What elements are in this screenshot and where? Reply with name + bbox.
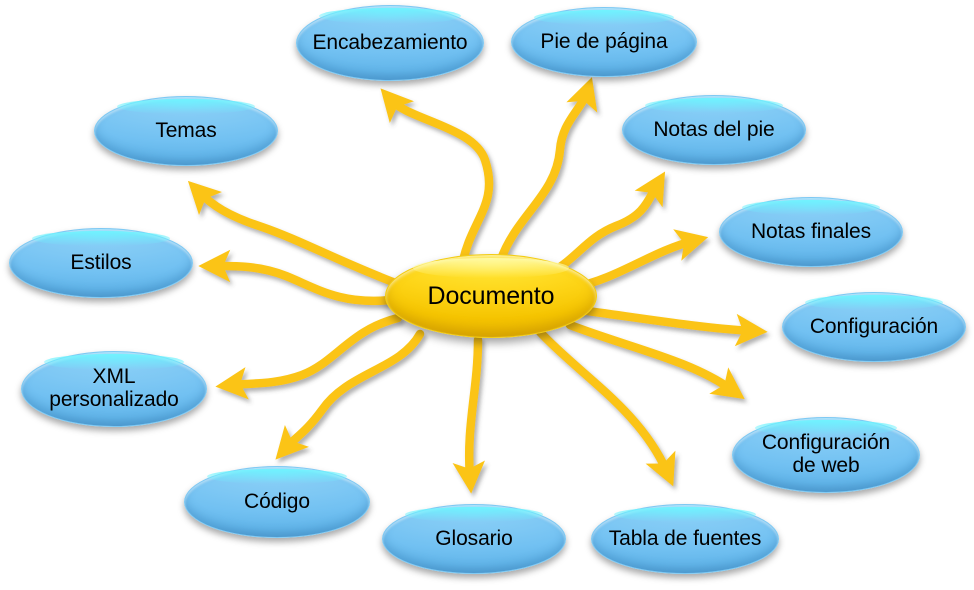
edge-temas: [187, 180, 403, 289]
node-label-notas-del-pie: Notas del pie: [653, 117, 775, 141]
node-encabezamiento[interactable]: Encabezamiento: [296, 5, 484, 81]
node-label-xml-personalizado: XML personalizado: [49, 365, 179, 411]
edge-glosario: [452, 335, 485, 494]
node-pie-de-pagina[interactable]: Pie de página: [511, 7, 697, 77]
edge-notas-del-pie: [540, 171, 666, 282]
node-label-tabla-de-fuentes: Tabla de fuentes: [608, 526, 762, 550]
edge-codigo: [275, 329, 425, 460]
edge-xml-personalizado: [215, 313, 403, 400]
edge-configuracion: [575, 305, 768, 347]
node-label-pie-de-pagina: Pie de página: [540, 29, 668, 53]
node-configuracion[interactable]: Configuración: [782, 292, 966, 362]
node-label-encabezamiento: Encabezamiento: [312, 30, 468, 54]
node-notas-del-pie[interactable]: Notas del pie: [622, 95, 806, 165]
edge-tabla-de-fuentes: [535, 327, 676, 487]
node-glosario[interactable]: Glosario: [382, 504, 566, 574]
node-label-configuracion-de-web: Configuración de web: [761, 431, 891, 477]
node-xml-personalizado[interactable]: XML personalizado: [21, 351, 207, 427]
node-label-estilos: Estilos: [70, 250, 132, 274]
edge-pie-de-pagina: [495, 77, 598, 267]
edge-estilos: [198, 249, 396, 306]
node-label-notas-finales: Notas finales: [750, 219, 872, 243]
node-label-codigo: Código: [244, 489, 310, 513]
node-configuracion-de-web[interactable]: Configuración de web: [732, 417, 920, 493]
node-label-configuracion: Configuración: [809, 314, 939, 338]
node-label-glosario: Glosario: [435, 526, 513, 550]
node-codigo[interactable]: Código: [184, 466, 370, 538]
node-tabla-de-fuentes[interactable]: Tabla de fuentes: [591, 504, 779, 574]
node-notas-finales[interactable]: Notas finales: [719, 197, 903, 267]
center-node-documento[interactable]: Documento: [385, 254, 597, 338]
node-estilos[interactable]: Estilos: [9, 228, 193, 298]
center-node-label: Documento: [427, 281, 555, 310]
edge-encabezamiento: [380, 88, 494, 271]
edge-configuracion-de-web: [565, 320, 745, 400]
node-label-temas: Temas: [155, 118, 217, 142]
node-temas[interactable]: Temas: [94, 96, 278, 166]
